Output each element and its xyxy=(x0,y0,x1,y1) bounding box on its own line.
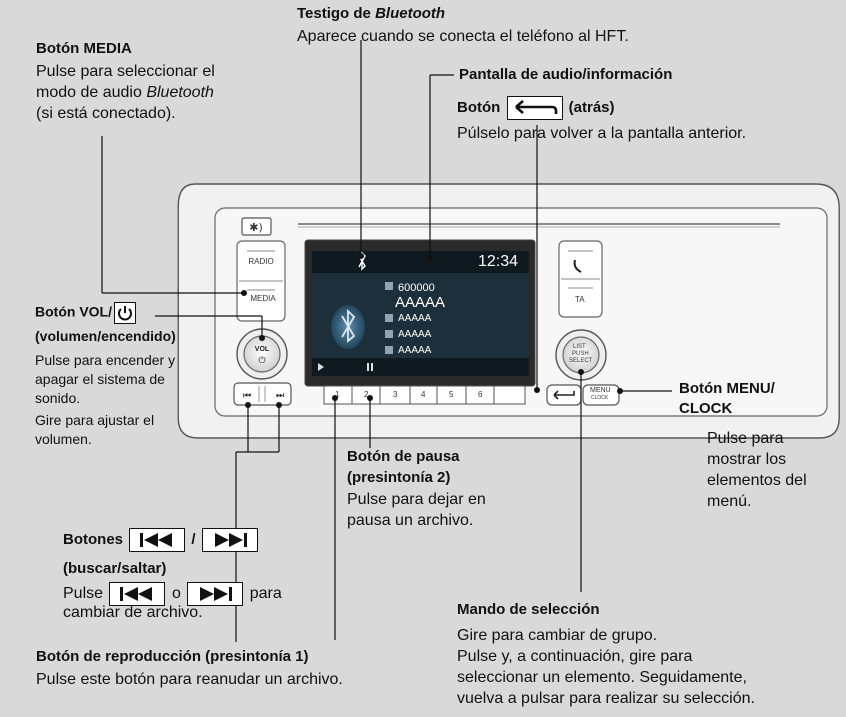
knob-label-select: SELECT xyxy=(569,358,593,364)
phone-ta-column xyxy=(558,240,603,318)
callout-dots xyxy=(241,253,623,408)
clock-label: CLOCK xyxy=(591,395,609,401)
svg-text:✱): ✱) xyxy=(249,221,263,234)
back-title: Botón (atrás) xyxy=(457,96,615,120)
skip-subtitle: (buscar/saltar) xyxy=(63,560,167,577)
vol-desc-2: apagar el sistema de xyxy=(35,371,165,387)
screen-clock: 12:34 xyxy=(478,253,519,270)
svg-text:⏭: ⏭ xyxy=(276,390,284,400)
back-arrow-icon xyxy=(506,96,563,120)
screen-title: Pantalla de audio/información xyxy=(459,66,673,83)
radio-media-column xyxy=(236,240,286,322)
select-desc-2: Pulse y, a continuación, gire para xyxy=(457,648,693,665)
knob-label-push: PUSH xyxy=(572,351,589,357)
svg-text:⏻: ⏻ xyxy=(258,355,265,365)
pause-desc-1: Pulse para dejar en xyxy=(347,491,486,508)
menu-desc-3: elementos del xyxy=(707,472,807,489)
vol-desc-1: Pulse para encender y xyxy=(35,352,176,368)
knob-label-list: LIST xyxy=(573,344,586,350)
screen-info-row-2: AAAAA xyxy=(398,329,432,340)
media-desc-2: modo de audio Bluetooth xyxy=(36,84,214,101)
skip-desc-1: Pulse o para xyxy=(63,582,282,606)
seek-back-icon-2 xyxy=(109,582,166,606)
screen-track-title: AAAAA xyxy=(395,294,446,311)
skip-title: Botones / xyxy=(63,528,260,552)
media-label: MEDIA xyxy=(250,294,276,303)
vol-desc-4: Gire para ajustar el xyxy=(35,412,155,428)
preset-2: 2 xyxy=(364,390,369,399)
preset-5: 5 xyxy=(449,390,454,399)
pause-title-2: (presintonía 2) xyxy=(347,469,451,486)
menu-title-2: CLOCK xyxy=(679,400,733,417)
menu-desc-4: menú. xyxy=(707,493,752,510)
preset-1: 1 xyxy=(335,390,340,399)
menu-label: MENU xyxy=(590,387,611,394)
pause-title-1: Botón de pausa xyxy=(347,448,460,465)
seek-forward-icon xyxy=(201,528,258,552)
power-icon xyxy=(114,302,136,324)
play-desc: Pulse este botón para reanudar un archiv… xyxy=(36,671,343,688)
select-desc-4: vuelva a pulsar para realizar su selecci… xyxy=(457,690,755,707)
radio-label: RADIO xyxy=(248,257,273,266)
preset-3: 3 xyxy=(393,390,398,399)
preset-4: 4 xyxy=(421,390,426,399)
media-desc-3: (si está conectado). xyxy=(36,105,176,122)
media-title: Botón MEDIA xyxy=(36,40,132,57)
menu-desc-1: Pulse para xyxy=(707,430,784,447)
select-desc-3: seleccionar un elemento. Seguidamente, xyxy=(457,669,747,686)
play-title: Botón de reproducción (presintonía 1) xyxy=(36,648,309,665)
select-title: Mando de selección xyxy=(457,601,600,618)
ta-label: TA xyxy=(575,295,585,304)
svg-text:VOL: VOL xyxy=(255,346,270,353)
vol-title-2: (volumen/encendido) xyxy=(35,328,176,344)
seek-back-icon xyxy=(129,528,186,552)
vol-title: Botón VOL/ xyxy=(35,302,138,324)
vol-desc-5: volumen. xyxy=(35,431,92,447)
seek-skip-rocker xyxy=(233,382,292,406)
skip-desc-2: cambiar de archivo. xyxy=(63,604,203,621)
seek-forward-icon-2 xyxy=(187,582,244,606)
media-desc-1: Pulse para seleccionar el xyxy=(36,63,215,80)
svg-text:⏮: ⏮ xyxy=(243,390,251,400)
screen-station-number: 600000 xyxy=(398,282,435,294)
vol-knob xyxy=(243,335,281,373)
back-desc: Púlselo para volver a la pantalla anteri… xyxy=(457,125,747,142)
bt-title: Testigo de Bluetooth xyxy=(297,5,446,22)
pause-desc-2: pausa un archivo. xyxy=(347,512,474,529)
menu-title-1: Botón MENU/ xyxy=(679,380,775,397)
screen-info-row-1: AAAAA xyxy=(398,313,432,324)
top-left-button xyxy=(241,217,272,236)
bt-indicator-icon xyxy=(358,251,366,271)
preset-6: 6 xyxy=(478,390,483,399)
back-button xyxy=(546,384,582,406)
select-desc-1: Gire para cambiar de grupo. xyxy=(457,627,658,644)
vol-knob-outer xyxy=(236,328,288,380)
vol-desc-3: sonido. xyxy=(35,390,81,406)
menu-desc-2: mostrar los xyxy=(707,451,787,468)
outer-bezel xyxy=(177,183,840,439)
bt-desc: Aparece cuando se conecta el teléfono al… xyxy=(297,28,629,45)
screen-info-row-3: AAAAA xyxy=(398,345,432,356)
